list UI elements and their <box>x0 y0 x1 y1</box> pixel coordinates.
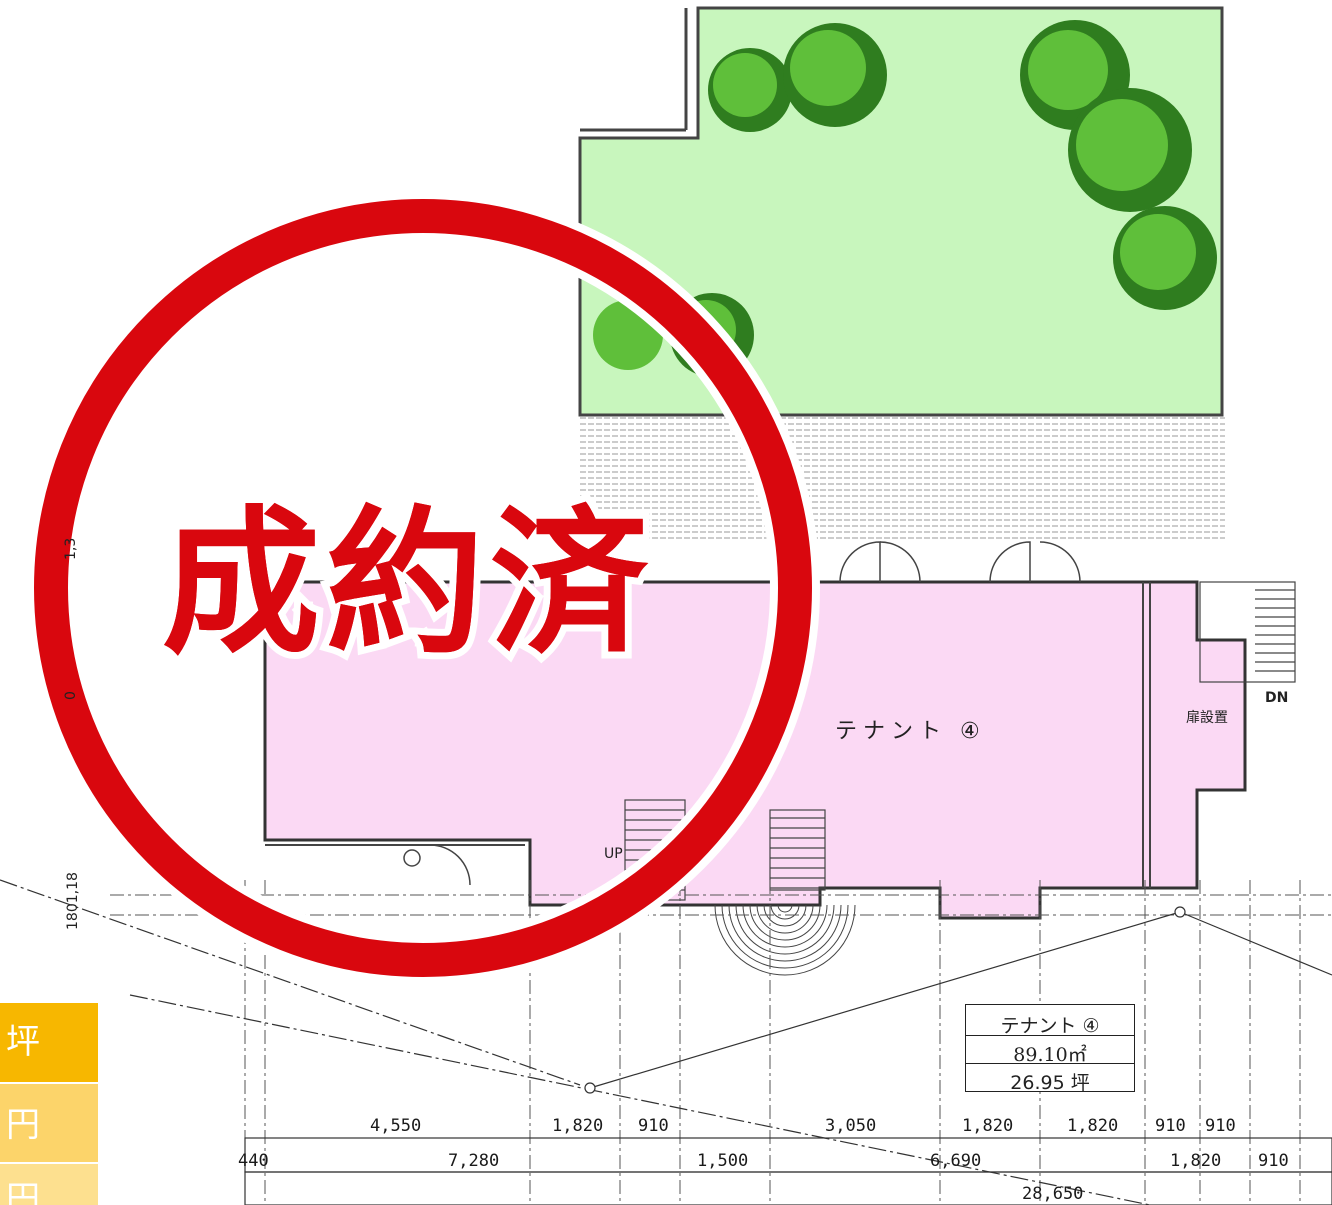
stamp-text: 成約済 <box>162 492 654 676</box>
stairs-up-label: UP <box>604 846 623 862</box>
dim-r1-4: 1,820 <box>962 1116 1014 1136</box>
door-swing-icon <box>403 541 1081 886</box>
stamp-circle <box>26 191 820 985</box>
stamp-text-outline: 成約済 <box>155 492 655 676</box>
tenant-label: テナント ④ <box>835 719 986 744</box>
dim-r1-6: 910 <box>1155 1116 1186 1136</box>
door-note: 扉設置 <box>1186 710 1228 726</box>
left-dimension-top: 1,3 <box>63 537 79 560</box>
boundary-lines <box>0 879 1332 1205</box>
dim-r2-5: 910 <box>1258 1151 1289 1171</box>
side-row-yen-1: 円 <box>0 1082 98 1162</box>
area-table-sqm: 89.10㎡ <box>1013 1044 1087 1066</box>
area-table-name: テナント ④ <box>1000 1015 1100 1037</box>
dim-r1-0: 4,550 <box>370 1116 422 1136</box>
dim-total: 28,650 <box>1022 1184 1084 1204</box>
dim-r1-7: 910 <box>1205 1116 1236 1136</box>
side-row-yen-2: 円 <box>0 1162 98 1205</box>
dim-r1-1: 1,820 <box>552 1116 604 1136</box>
hatched-strip <box>580 417 1225 539</box>
dim-r2-3: 6,690 <box>930 1151 982 1171</box>
entry-steps <box>714 904 856 976</box>
dim-r2-0: 440 <box>238 1151 269 1171</box>
side-row-tsubo: 坪 <box>0 1003 98 1082</box>
dim-r2-4: 1,820 <box>1170 1151 1222 1171</box>
dim-r2-2: 1,500 <box>697 1151 749 1171</box>
tree-icon <box>593 20 1217 377</box>
left-dimension-mid: 0 <box>63 691 79 700</box>
area-table-tsubo: 26.95 坪 <box>1010 1072 1090 1094</box>
left-dimension-bottom: 1801,18 <box>65 872 81 930</box>
area-table: テナント ④ 89.10㎡ 26.95 坪 <box>965 1004 1135 1094</box>
dimension-bars <box>244 1137 1332 1205</box>
dim-r1-3: 3,050 <box>825 1116 877 1136</box>
stairs-down-label: DN <box>1265 690 1289 706</box>
dim-r2-1: 7,280 <box>448 1151 500 1171</box>
dim-r1-2: 910 <box>638 1116 669 1136</box>
dim-r1-5: 1,820 <box>1067 1116 1119 1136</box>
